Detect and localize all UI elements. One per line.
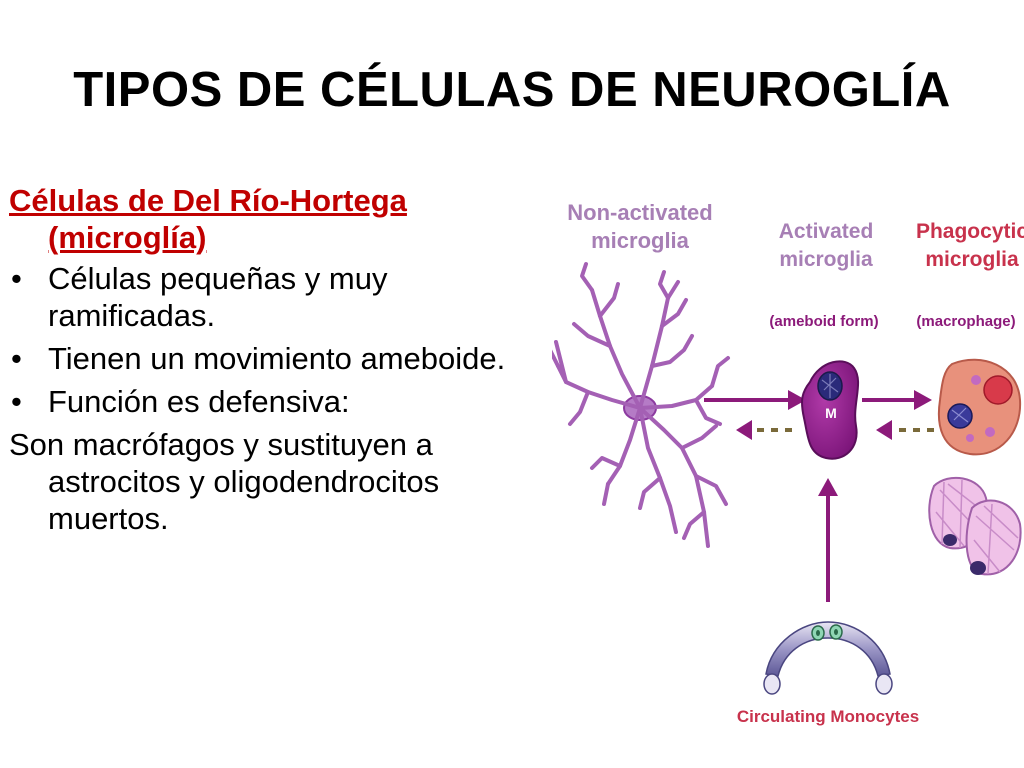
label-non-activated: Non-activated [567,200,712,225]
ramified-microglia-icon [548,262,730,548]
cell-letter-m: M [825,405,837,421]
label-macrophage: (macrophage) [916,313,1015,330]
bullet-icon: • [11,341,22,376]
bullet-text: Función es defensiva: [48,384,350,419]
label-activated: Activated [779,220,874,243]
bullet-text: Células pequeñas y muy ramificadas. [48,261,388,333]
label-activated-microglia: microglia [779,248,873,271]
body-paragraph: Son macrófagos y sustituyen a astrocitos… [9,427,440,536]
slide-body: Células de Del Río-Hortega (microglía) •… [9,182,557,537]
bullet-item: • Función es defensiva: [9,383,557,420]
blood-vessel-image [763,621,893,695]
microglia-figure: Non-activated microglia Activated microg… [548,186,1024,746]
label-circulating-monocytes: Circulating Monocytes [737,707,919,726]
bullet-item: • Tienen un movimiento ameboide. [9,340,557,377]
activation-arrow [704,390,806,410]
reverse-arrow-dashed [736,420,792,440]
activated-microglia-cell: M [801,360,860,460]
bullet-icon: • [11,384,22,419]
phagocytic-microglia-cell [937,358,1022,456]
bullet-text: Tienen un movimiento ameboide. [48,341,506,376]
bullet-icon: • [11,261,22,296]
microglia-diagram: Non-activated microglia Activated microg… [548,200,1024,726]
phagocytosed-cells-image [928,477,1022,576]
phagocytosis-arrow [862,390,932,410]
reverse-arrow-dashed-2 [876,420,934,440]
label-phagocytic: Phagocytic [916,220,1024,243]
label-ameboid-form: (ameboid form) [769,313,878,330]
bullet-item: • Células pequeñas y muy ramificadas. [9,260,557,334]
label-non-activated-microglia: microglia [591,228,690,253]
section-heading: Células de Del Río-Hortega (microglía) [9,183,407,255]
slide-title: TIPOS DE CÉLULAS DE NEUROGLÍA [73,63,951,117]
label-phagocytic-microglia: microglia [925,248,1019,271]
monocyte-arrow [818,478,838,602]
